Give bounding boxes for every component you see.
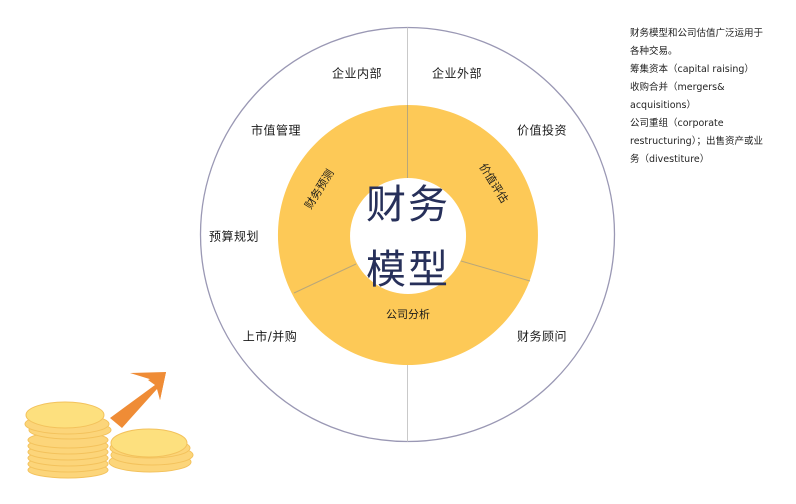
ring-divider-right xyxy=(460,260,531,282)
outer-label-value-investing: 价值投资 xyxy=(516,123,568,138)
side-notes: 财务模型和公司估值广泛运用于 各种交易。 筹集资本（capital raisin… xyxy=(630,25,790,169)
outer-label-financial-advisory: 财务顾问 xyxy=(516,329,568,344)
outer-label-ipo-ma: 上市/并购 xyxy=(242,329,298,344)
side-note-line: restructuring）；出售资产或业 xyxy=(630,136,763,147)
side-note-line: 各种交易。 xyxy=(630,46,678,57)
center-title-line1: 财务 xyxy=(366,182,450,228)
side-note-line: acquisitions） xyxy=(630,100,696,111)
side-note-line: 务（divestiture） xyxy=(630,154,710,165)
side-note-line: 筹集资本（capital raising） xyxy=(630,64,754,75)
side-note-line: 收购合并（mergers& xyxy=(630,82,725,93)
outer-label-market-value-mgmt: 市值管理 xyxy=(250,123,302,138)
outer-label-budget-planning: 预算规划 xyxy=(208,229,260,244)
inner-ring xyxy=(277,105,538,365)
ring-label-company-analysis: 公司分析 xyxy=(386,308,430,321)
side-note-line: 财务模型和公司估值广泛运用于 xyxy=(630,28,764,39)
ring-divider-left xyxy=(293,263,357,294)
coins-growth-arrow-icon xyxy=(24,372,194,479)
outer-label-internal: 企业内部 xyxy=(331,66,383,81)
outer-label-external: 企业外部 xyxy=(431,66,483,81)
center-title-line2: 模型 xyxy=(366,247,450,293)
side-note-line: 公司重组（corporate xyxy=(630,118,724,129)
